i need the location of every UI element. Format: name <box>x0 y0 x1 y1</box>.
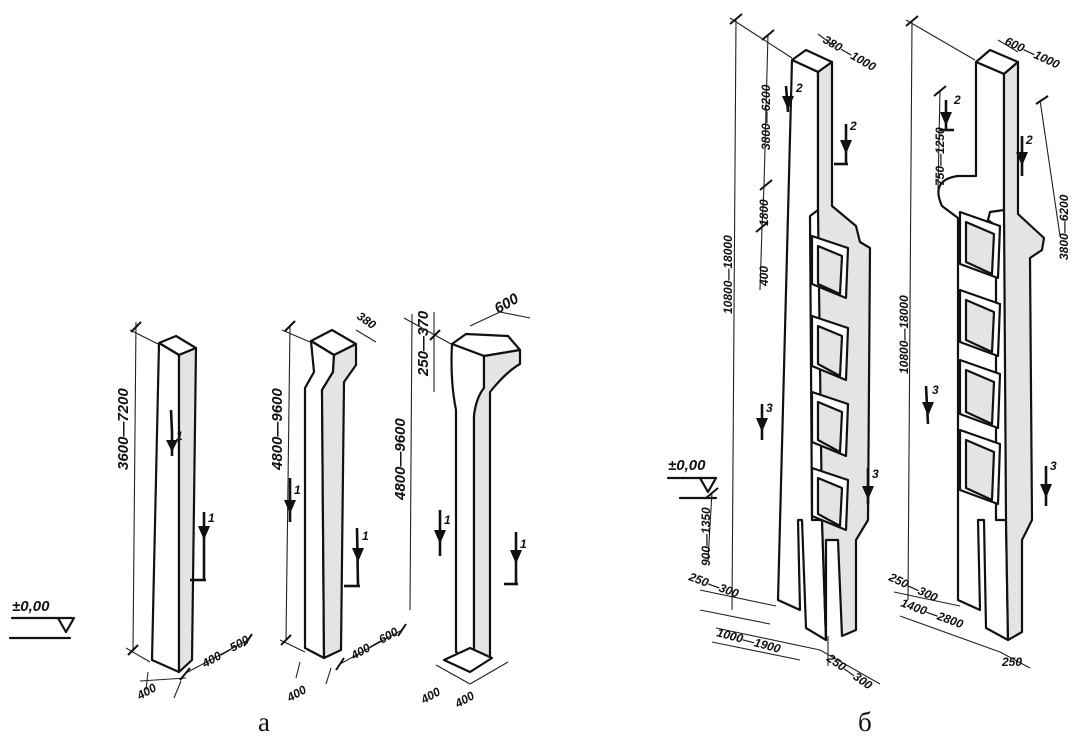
col2-height: 4800—9600 <box>269 388 286 471</box>
section-1-label: 1 <box>362 529 369 543</box>
b-left-panel: 400 <box>757 266 771 287</box>
section-2-label: 2 <box>849 119 857 133</box>
section-1-label: 1 <box>520 537 527 551</box>
col2-depth: 400—600 <box>348 624 401 663</box>
level-label: ±0,00 <box>668 457 706 474</box>
section-2-label: 2 <box>1025 133 1033 147</box>
b-right-console: 750—1250 <box>933 127 947 186</box>
column-3: 4800—9600 250—370 600 400 400 1 1 <box>392 290 531 711</box>
section-3-label: 3 <box>1050 459 1057 473</box>
col1-depth: 400—500 <box>199 632 252 671</box>
section-2-label: 2 <box>953 93 961 107</box>
b-left-bottom: 900—1350 <box>699 507 713 566</box>
b-left-base: 1000—1900 <box>715 625 782 656</box>
level-label: ±0,00 <box>12 598 50 615</box>
col1-height: 3600—7200 <box>115 388 132 470</box>
level-mark-a: ±0,00 <box>8 598 76 640</box>
b-right-upper: 3800—6200 <box>1057 194 1071 260</box>
column-two-leg-left: 10800—18000 3800—6200 1800 400 900—1350 … <box>686 13 881 692</box>
col1-width: 400 <box>134 680 159 703</box>
section-1-label: 1 <box>176 429 183 443</box>
col3-width: 400 <box>418 684 443 707</box>
b-right-total: 10800—18000 <box>897 295 911 374</box>
col2-width: 400 <box>284 682 309 705</box>
col2-top: 380 <box>354 309 379 332</box>
col3-height: 4800—9600 <box>392 418 409 501</box>
caption-a: а <box>258 707 270 737</box>
b-right-leg-right: 250 <box>1001 655 1022 669</box>
section-1-label: 1 <box>444 513 451 527</box>
section-3-label: 3 <box>872 467 879 481</box>
section-3-label: 3 <box>766 401 773 415</box>
col3-console: 250—370 <box>415 310 432 377</box>
column-two-leg-right: 10800—18000 750—1250 3800—6200 600—1000 … <box>886 15 1071 669</box>
b-left-leg-right: 250—300 <box>823 650 875 692</box>
b-left-zone: 1800 <box>757 199 771 226</box>
figure-a: ±0,00 3600—7200 400 400—500 <box>8 290 531 737</box>
figure-b: ±0,00 10800—18000 <box>666 13 1071 737</box>
b-left-upper: 3800—6200 <box>759 84 773 150</box>
column-2: 4800—9600 380 400 400—600 1 1 <box>269 309 407 705</box>
column-1: 3600—7200 400 400—500 1 1 <box>115 321 253 703</box>
col3-depth: 400 <box>452 688 477 711</box>
section-2-label: 2 <box>795 81 803 95</box>
b-left-total: 10800—18000 <box>721 235 735 314</box>
level-mark-b: ±0,00 <box>666 457 718 500</box>
section-1-label: 1 <box>208 511 215 525</box>
caption-b: б <box>858 707 872 737</box>
section-3-label: 3 <box>932 383 939 397</box>
section-1-label: 1 <box>294 483 301 497</box>
